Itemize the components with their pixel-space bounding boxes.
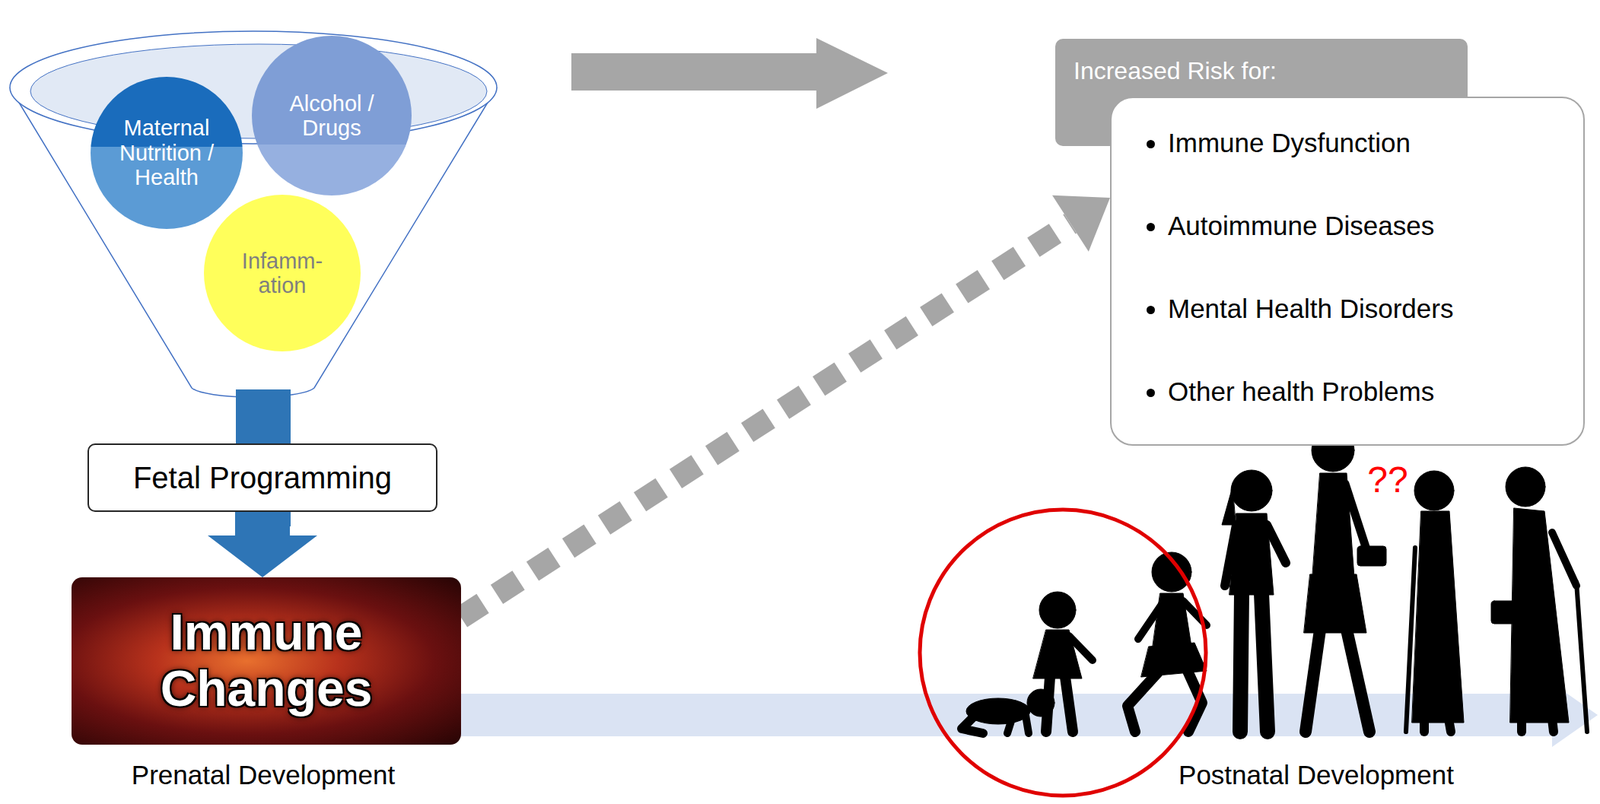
silhouette-part [1039, 591, 1076, 629]
adult-silhouette [1405, 470, 1464, 732]
elderly-silhouette [1491, 467, 1588, 732]
list-item: Mental Health Disorders [1167, 292, 1576, 325]
silhouette-part [1046, 677, 1050, 732]
silhouette-part [1552, 532, 1577, 586]
factor-circle: Maternal Nutrition / Health [90, 76, 243, 230]
node-text: Fetal Programming [133, 461, 392, 496]
image-box: Immune Changes [71, 577, 462, 745]
silhouette-part [1505, 467, 1546, 507]
silhouette-part [1412, 511, 1464, 723]
funnel [9, 31, 497, 398]
silhouette-part [1240, 593, 1242, 732]
silhouette-part [1510, 508, 1569, 723]
process-box: Fetal Programming [87, 443, 438, 513]
factor-circle: Alcohol / Drugs [251, 35, 412, 196]
list-text: Autoimmune Diseases [1167, 210, 1435, 241]
silhouette-part [1405, 547, 1416, 732]
dotted-arrow-connector [461, 195, 1111, 618]
silhouette-part [1357, 546, 1387, 567]
factor-circle: Infamm- ation [203, 194, 361, 352]
silhouette-part [1305, 629, 1321, 732]
stage-label: Postnatal Development [1176, 760, 1457, 791]
arrow-body [207, 512, 318, 578]
silhouette-part [1419, 718, 1429, 732]
silhouette-part [1231, 470, 1273, 512]
silhouette-part [1221, 486, 1236, 525]
list-item: Other health Problems [1167, 375, 1576, 408]
node-text: Increased Risk for: [1073, 57, 1277, 86]
silhouette-part [1065, 677, 1073, 732]
silhouette-part [1552, 718, 1554, 732]
block-arrow [571, 38, 888, 109]
list-text: Other health Problems [1167, 376, 1435, 407]
toddler-silhouette [1033, 591, 1093, 732]
stage-label: Prenatal Development [129, 760, 398, 791]
block-arrow-connector [207, 512, 318, 578]
arrow-head [1052, 195, 1111, 252]
silhouette-part [1517, 718, 1527, 732]
silhouette-part [1261, 593, 1268, 732]
silhouette-part [1224, 524, 1237, 586]
silhouette-part [961, 715, 983, 734]
list-box: Immune DysfunctionAutoimmune DiseasesMen… [1110, 96, 1585, 446]
node-text: Infamm- ation [235, 248, 331, 299]
list-item: Immune Dysfunction [1167, 127, 1576, 160]
girl-silhouette [1221, 470, 1286, 732]
question-mark: ?? [1364, 458, 1410, 501]
silhouette-part [1448, 718, 1451, 732]
silhouette-part [1345, 483, 1367, 550]
silhouette-part [1007, 718, 1012, 734]
people-silhouettes [961, 429, 1588, 734]
silhouette-part [1304, 574, 1367, 634]
silhouette-part [1141, 642, 1207, 678]
highlight-circle [919, 509, 1206, 796]
list-text: Mental Health Disorders [1167, 293, 1454, 324]
silhouette-part [1414, 470, 1454, 511]
dotted-line [461, 223, 1071, 618]
silhouette-part [1025, 715, 1029, 734]
silhouette-part [1266, 524, 1286, 564]
node-text: Immune Changes [121, 604, 411, 718]
silhouette-part [1068, 636, 1093, 661]
silhouette-part [1491, 601, 1518, 624]
node-text: Alcohol / Drugs [282, 91, 382, 141]
bullet-list: Immune DysfunctionAutoimmune DiseasesMen… [1111, 98, 1584, 408]
silhouette-part [1138, 601, 1165, 640]
silhouette-part [1576, 582, 1588, 732]
baby-silhouette [961, 689, 1055, 734]
silhouette-part [1127, 672, 1158, 732]
silhouette-part [1346, 629, 1370, 732]
node-text: Maternal Nutrition / Health [113, 115, 220, 190]
list-text: Immune Dysfunction [1167, 127, 1411, 158]
list-item: Autoimmune Diseases [1167, 209, 1576, 242]
